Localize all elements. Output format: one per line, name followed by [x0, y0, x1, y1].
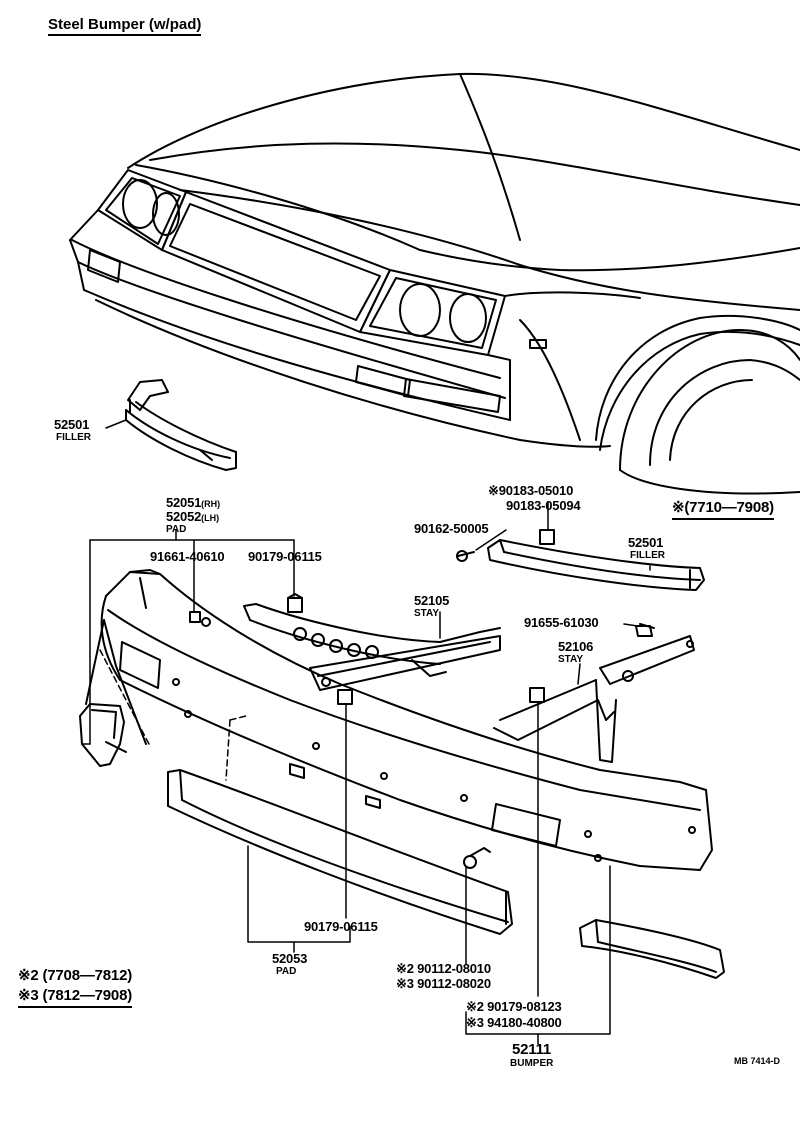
filler-right-number: 52501 — [628, 535, 664, 550]
bolt-90112-a-label: ※2 90112-08010 — [396, 961, 491, 976]
stay-52105-number: 52105 — [414, 593, 450, 608]
nut-90179-08123-label: ※2 90179-08123 — [466, 999, 562, 1014]
nut-90179-bottom-label: 90179-06115 — [304, 919, 378, 934]
bumper-52111-part — [100, 569, 713, 871]
pad-lh-label: 52052(LH) — [166, 508, 219, 526]
leader-lines — [81, 419, 651, 1045]
pad-52053-name: PAD — [276, 966, 297, 977]
bolt-91661-label: 91661-40610 — [150, 549, 225, 564]
pad-rh-label: 52051(RH) — [166, 494, 220, 512]
screw-90162-label: 90162-50005 — [414, 521, 489, 536]
bolt-94180-label: ※3 94180-40800 — [466, 1015, 562, 1030]
pad-lh-tag: (LH) — [201, 513, 220, 523]
pad-rh-tag: (RH) — [201, 499, 221, 509]
filler-left-part — [125, 379, 237, 471]
pad-name: PAD — [166, 524, 187, 535]
end-pad-right-part — [579, 919, 725, 979]
bumper-name: BUMPER — [510, 1058, 554, 1069]
filler-right-name: FILLER — [630, 550, 665, 561]
bumper-number: 52111 — [512, 1041, 552, 1058]
stay-52106-number: 52106 — [558, 639, 594, 654]
filler-left-name: FILLER — [56, 432, 91, 443]
bolt-90112-b-label: ※3 90112-08020 — [396, 976, 491, 991]
filler-left-number: 52501 — [54, 417, 90, 432]
stay-52106-name: STAY — [558, 654, 584, 665]
legend-note-2: ※2 (7708—7812) — [18, 967, 133, 984]
car-body — [69, 72, 800, 495]
fasteners — [189, 593, 655, 869]
stay-52105-name: STAY — [414, 608, 440, 619]
diagram-title: Steel Bumper (w/pad) — [48, 16, 202, 36]
stay-52106-part — [493, 625, 695, 763]
pad-lh-number: 52052 — [166, 509, 202, 524]
nut-90179-top-label: 90179-06115 — [248, 549, 322, 564]
pad-rh-number: 52051 — [166, 495, 202, 510]
pad-52053-part — [167, 769, 513, 935]
drawing-code: MB 7414-D — [734, 1056, 781, 1066]
period-note: ※(7710—7908) — [672, 500, 774, 520]
legend-note-3: ※3 (7812—7908) — [18, 988, 132, 1008]
screw-90183-b-label: 90183-05094 — [506, 498, 581, 513]
bolt-91655-label: 91655-61030 — [524, 615, 599, 630]
end-pad-left-part — [79, 619, 147, 767]
pad-52053-number: 52053 — [272, 951, 308, 966]
stay-52105-part — [243, 603, 501, 691]
filler-right-part — [456, 529, 705, 591]
screw-90183-a-label: ※90183-05010 — [488, 483, 574, 498]
